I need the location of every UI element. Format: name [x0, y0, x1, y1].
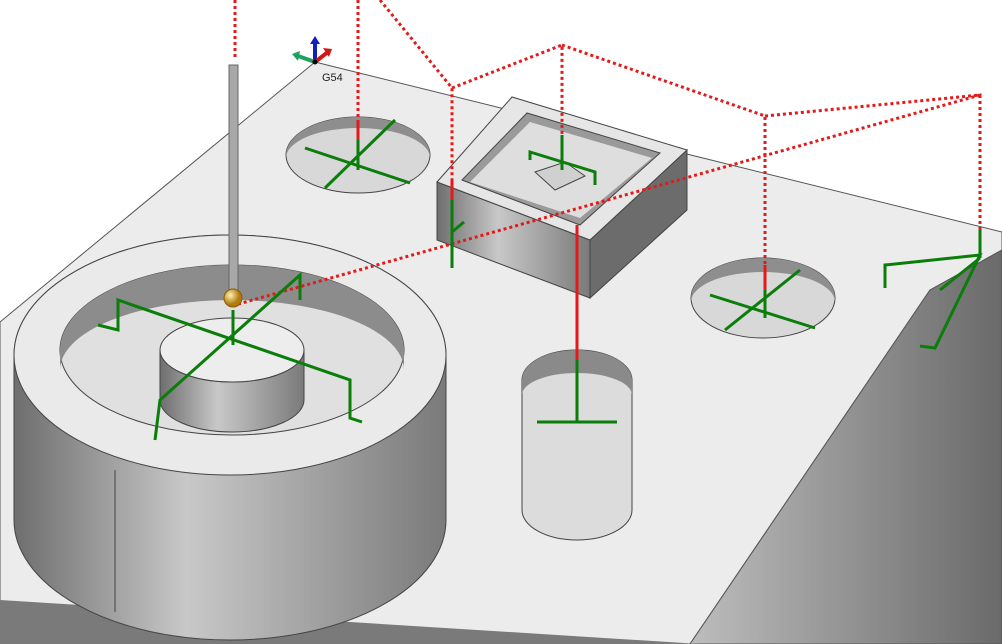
probe-tool: [223, 64, 243, 308]
cylinder-boss: [13, 234, 447, 641]
rapid-toolpath: [233, 0, 982, 307]
plate-front-face: [689, 249, 1002, 644]
probe-moves: [97, 118, 983, 441]
axis-triad-icon: [292, 36, 332, 65]
wcs-label: G54: [322, 72, 343, 84]
